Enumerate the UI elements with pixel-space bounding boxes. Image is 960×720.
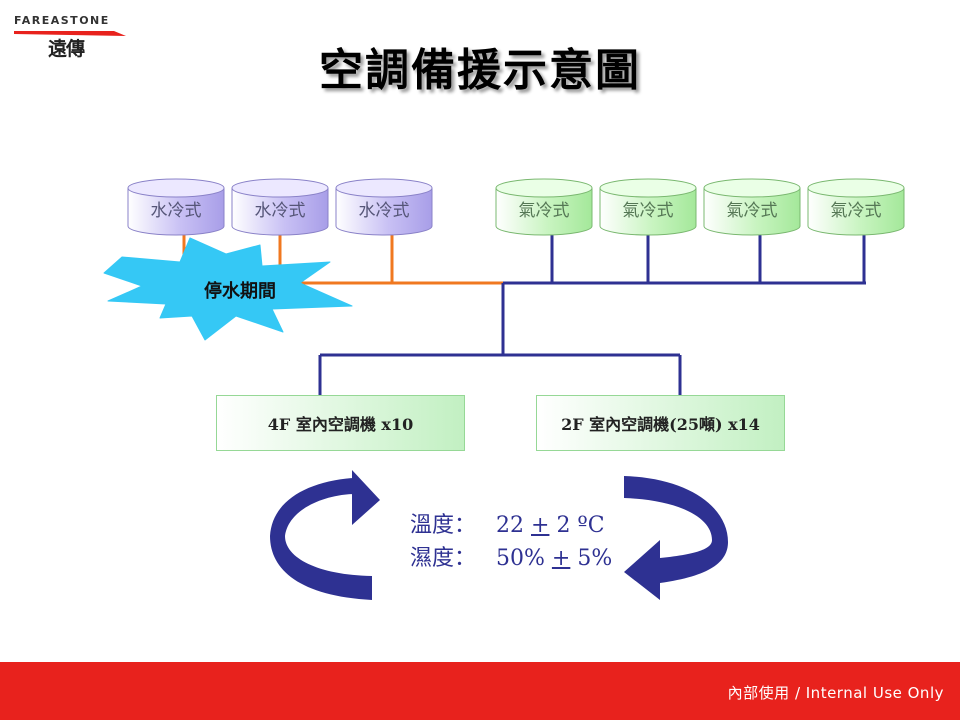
temperature-label: 溫度： bbox=[410, 513, 477, 538]
air-cooled-unit-1 bbox=[495, 178, 593, 236]
floor-4-indoor-units: 4F 室內空調機 x10 bbox=[216, 395, 465, 451]
humidity-tolerance: 5% bbox=[577, 546, 613, 571]
logo-swoosh-icon bbox=[14, 31, 126, 36]
floor-2-label: 2F 室內空調機(25噸) x14 bbox=[561, 415, 760, 434]
humidity-plus-minus: + bbox=[551, 546, 571, 571]
floor-2-indoor-units: 2F 室內空調機(25噸) x14 bbox=[536, 395, 785, 451]
floor-4-label: 4F 室內空調機 x10 bbox=[267, 415, 414, 434]
footer-label: 內部使用 / Internal Use Only bbox=[727, 684, 944, 702]
logo-text-zh: 遠傳 bbox=[48, 38, 85, 60]
air-cooled-label-3: 氣冷式 bbox=[726, 201, 778, 221]
water-cooled-label-1: 水冷式 bbox=[150, 201, 202, 221]
water-cooled-unit-1 bbox=[127, 178, 225, 236]
humidity-value: 50% bbox=[496, 546, 545, 571]
cycle-arrow-left-icon bbox=[270, 470, 380, 600]
water-cooled-label-3: 水冷式 bbox=[358, 201, 410, 221]
fareastone-logo: FAREASTONE 遠傳 bbox=[14, 14, 126, 60]
water-cooled-label-2: 水冷式 bbox=[254, 201, 306, 221]
cycle-arrow-right-icon bbox=[624, 476, 728, 600]
page-title: 空調備援示意圖 bbox=[319, 45, 641, 96]
air-cooled-unit-2 bbox=[599, 178, 697, 236]
temperature-plus-minus: + bbox=[531, 513, 550, 538]
logo-text-en: FAREASTONE bbox=[14, 14, 110, 27]
humidity-label: 濕度： bbox=[410, 546, 477, 571]
humidity-condition: 濕度： 50% + 5% bbox=[410, 540, 612, 572]
temperature-value: 22 bbox=[496, 513, 524, 538]
water-cooled-unit-3 bbox=[335, 178, 433, 236]
outage-label: 停水期間 bbox=[204, 281, 276, 302]
footer-bar: 內部使用 / Internal Use Only bbox=[0, 662, 960, 720]
air-cooled-label-2: 氣冷式 bbox=[622, 201, 674, 221]
air-cooled-label-1: 氣冷式 bbox=[518, 201, 570, 221]
temperature-condition: 溫度： 22 + 2 ºC bbox=[410, 507, 605, 539]
air-cooled-label-4: 氣冷式 bbox=[830, 201, 882, 221]
air-cooled-lines bbox=[318, 234, 866, 395]
water-cooled-unit-2 bbox=[231, 178, 329, 236]
air-cooled-unit-3 bbox=[703, 178, 801, 236]
temperature-tolerance: 2 ºC bbox=[556, 513, 605, 538]
air-cooled-unit-4 bbox=[807, 178, 905, 236]
outage-burst-icon bbox=[103, 237, 353, 341]
